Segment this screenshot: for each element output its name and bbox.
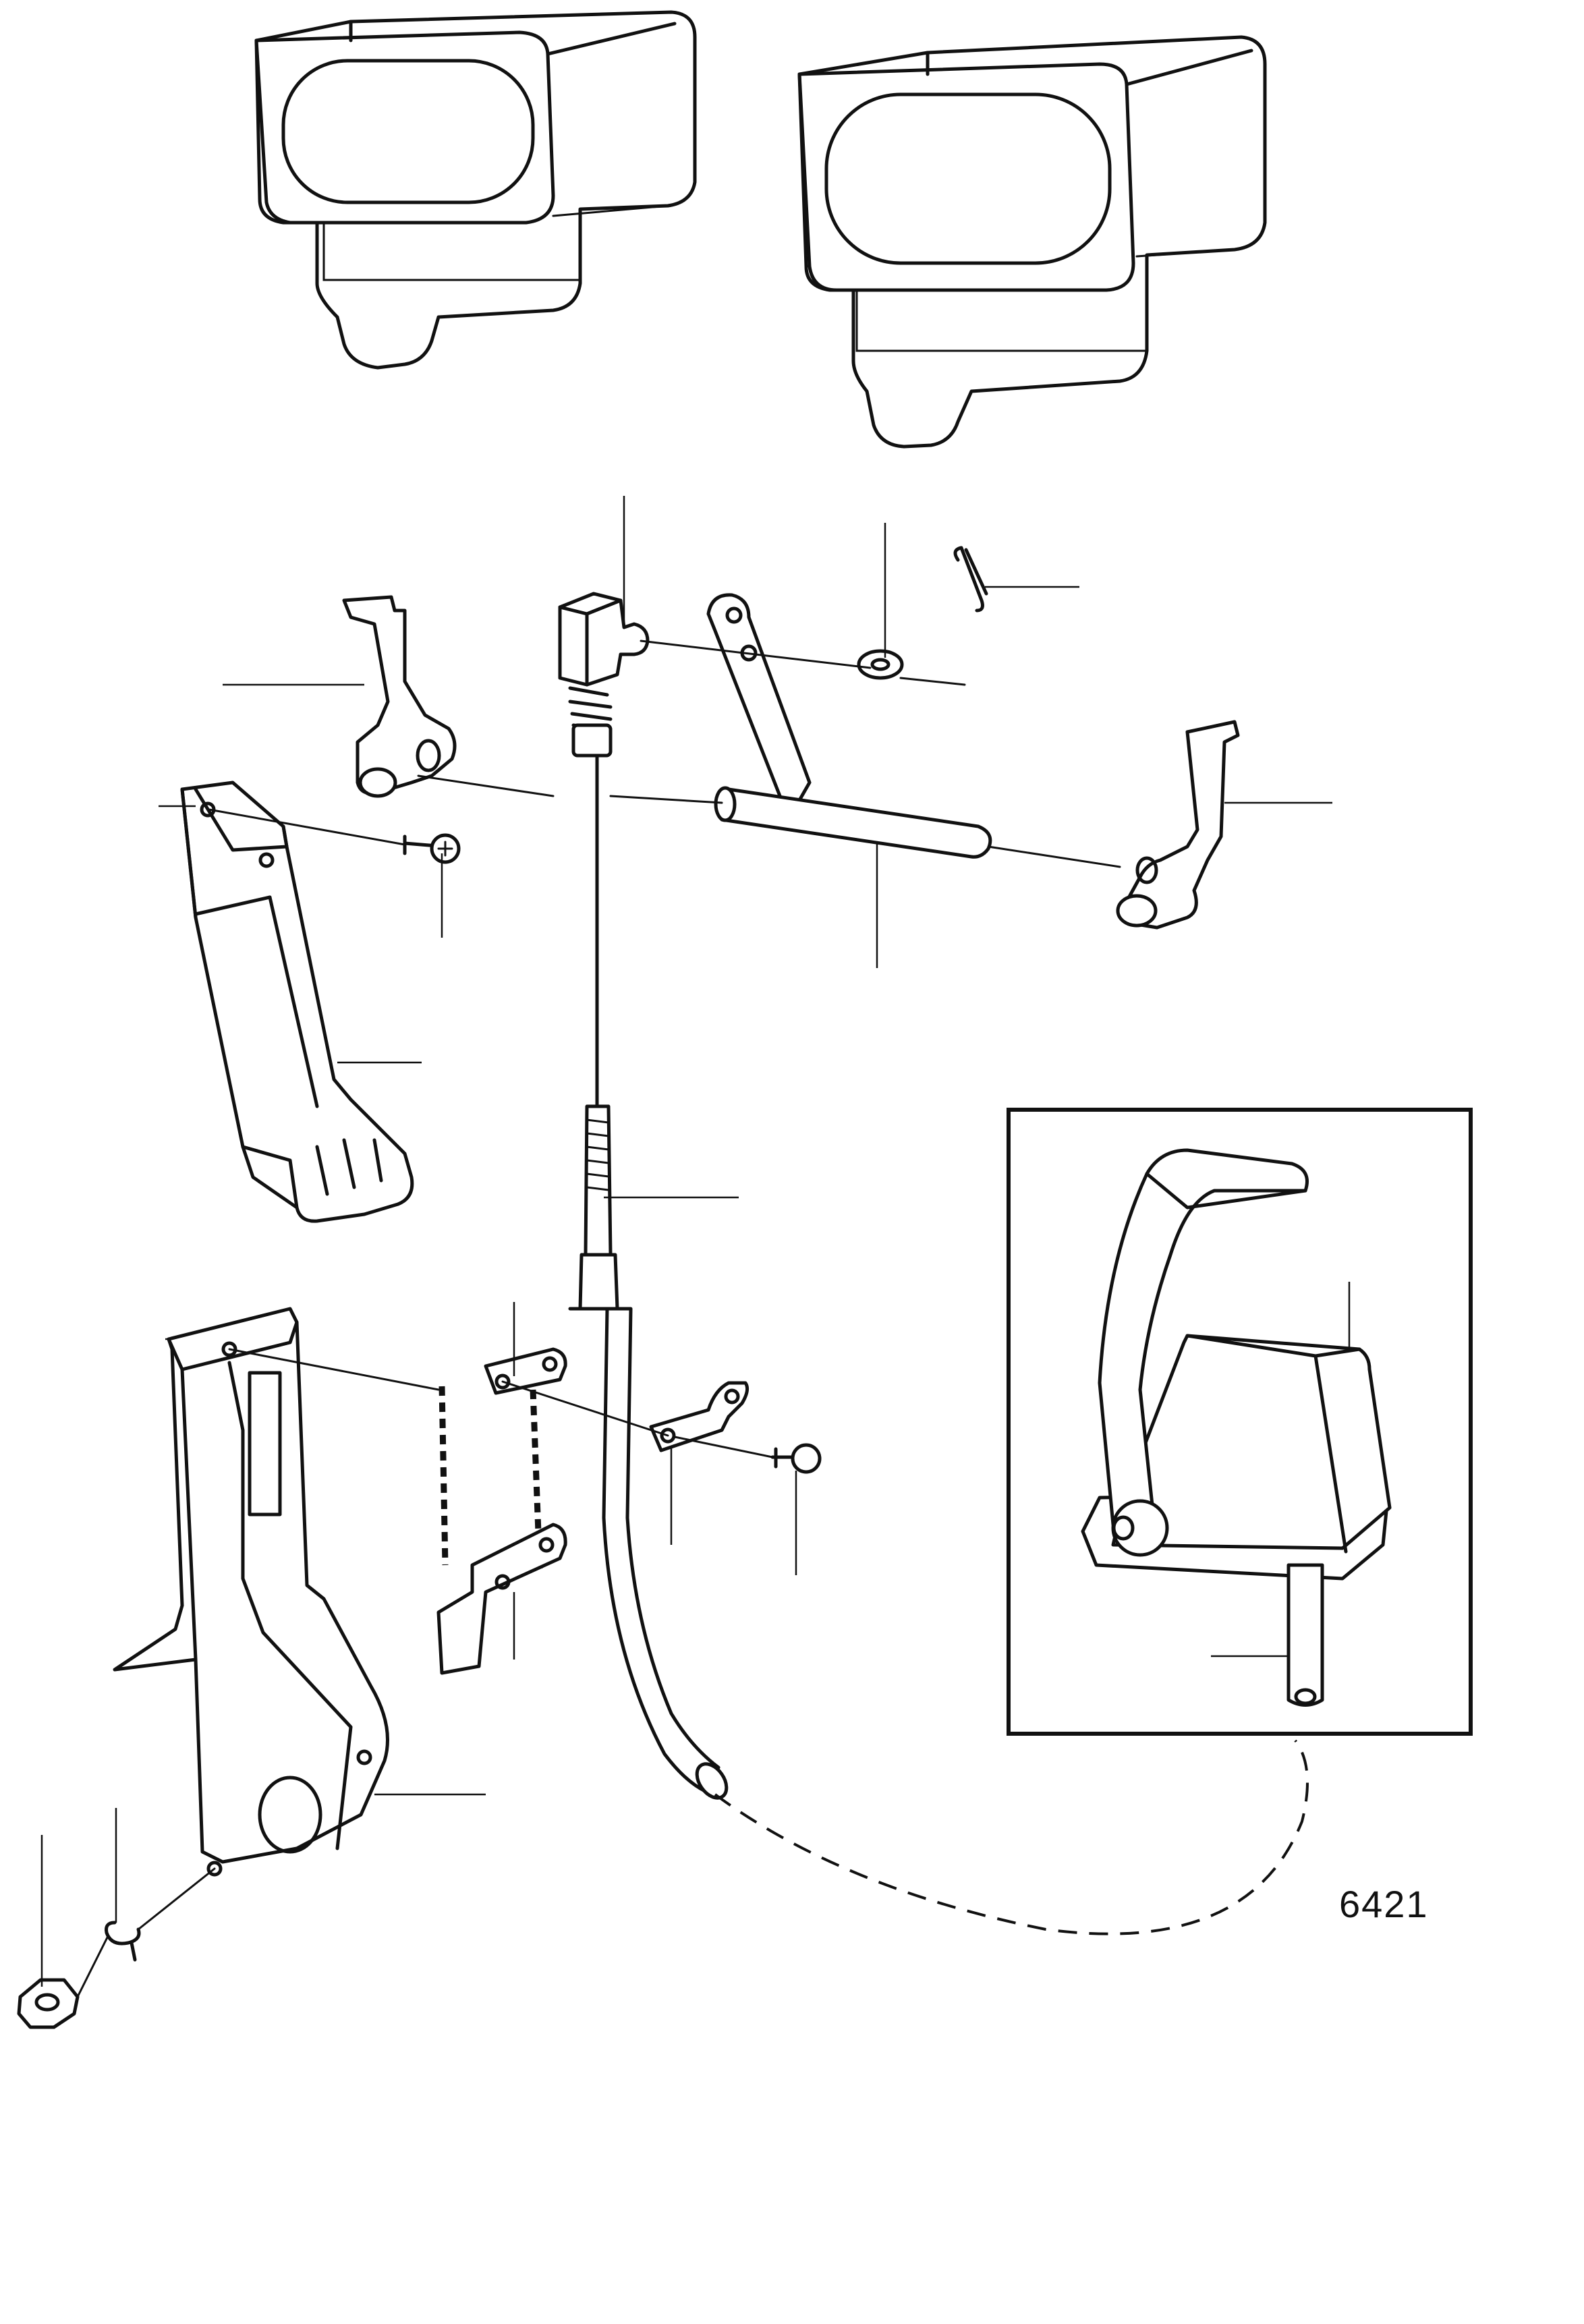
- nut: [17, 1978, 80, 2029]
- screw-upper: [403, 833, 461, 864]
- lever-arm: [706, 593, 812, 808]
- lock-washer: [105, 1921, 141, 1962]
- mounting-bracket-upper: [180, 781, 414, 1223]
- cable-clamp: [649, 1381, 749, 1452]
- screw-lower: [770, 1443, 822, 1474]
- single-lever-control-inset: [1007, 1108, 1473, 1736]
- washer: [857, 649, 904, 680]
- shaft: [714, 786, 992, 859]
- control-cable: [568, 754, 729, 1800]
- clamp-plate: [436, 1347, 567, 1675]
- bracket-arm-left: [342, 595, 457, 798]
- control-box-right: [797, 35, 1267, 449]
- cotter-pin: [953, 546, 988, 613]
- cable-connection-dashed: [714, 1739, 1309, 1935]
- mounting-bracket-lower: [113, 1307, 389, 1877]
- bracket-arm-right: [1116, 720, 1240, 930]
- cable-end-fitting: [558, 592, 650, 758]
- inset-frame: [1007, 1108, 1473, 1736]
- control-box-left: [254, 10, 697, 370]
- assembly-axis-lines: [76, 640, 1121, 1998]
- drawing-reference-number: 6421: [1339, 1883, 1429, 1925]
